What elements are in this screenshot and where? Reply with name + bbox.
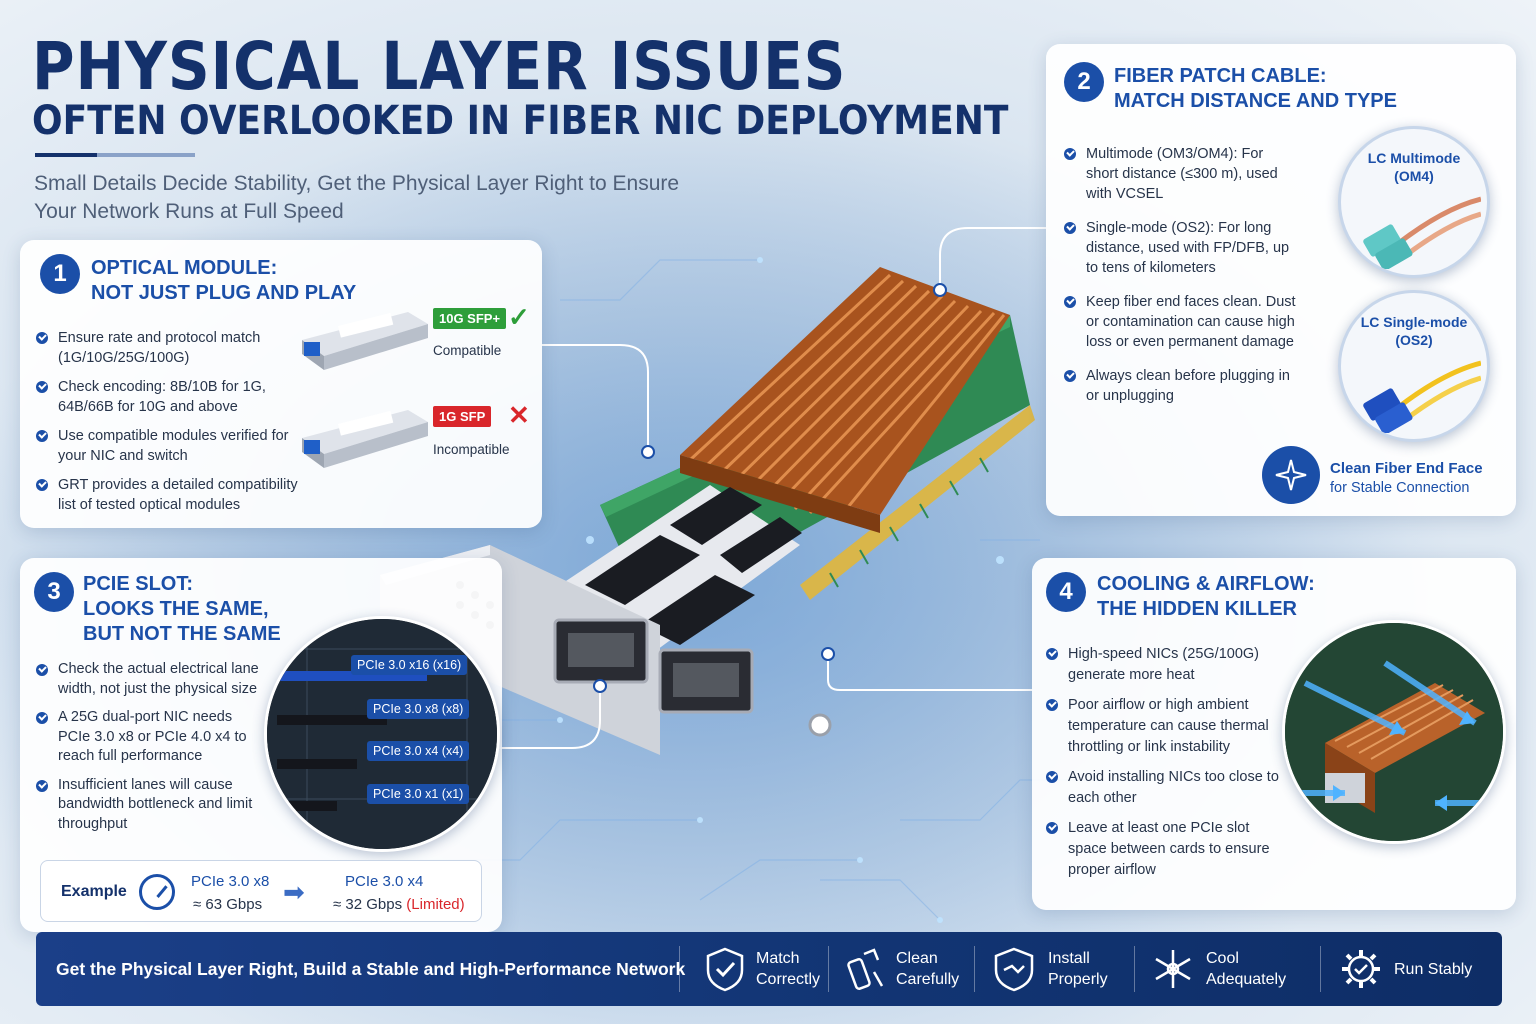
card-cooling-airflow: 4 COOLING & AIRFLOW: THE HIDDEN KILLER H… xyxy=(1032,558,1516,910)
speedometer-icon xyxy=(139,874,175,910)
arrow-right-icon: ➡ xyxy=(283,877,305,907)
example-box: Example PCIe 3.0 x8 ≈ 63 Gbps ➡ PCIe 3.0… xyxy=(40,860,482,922)
cooling-image xyxy=(1282,620,1506,844)
card-title: FIBER PATCH CABLE: MATCH DISTANCE AND TY… xyxy=(1114,65,1397,112)
compatible-label: Compatible xyxy=(433,343,502,358)
cross-icon: ✕ xyxy=(508,400,530,430)
card-title: COOLING & AIRFLOW: THE HIDDEN KILLER xyxy=(1097,573,1315,620)
slot-label-x1: PCIe 3.0 x1 (x1) xyxy=(367,784,470,804)
slot-label-x4: PCIe 3.0 x4 (x4) xyxy=(367,741,470,761)
lc-multimode-label: LC Multimode (OM4) xyxy=(1367,150,1461,184)
sfp-module-icon xyxy=(302,410,428,468)
card-fiber-patch-cable: 2 FIBER PATCH CABLE: MATCH DISTANCE AND … xyxy=(1046,44,1516,516)
list-item: Single-mode (OS2): For long distance, us… xyxy=(1064,218,1296,278)
tagline: Small Details Decide Stability, Get the … xyxy=(34,172,680,223)
page-title: PHYSICAL LAYER ISSUES xyxy=(32,28,847,105)
example-left-value: ≈ 63 Gbps xyxy=(193,896,263,913)
sparkle-icon xyxy=(1262,446,1320,504)
example-left-title: PCIe 3.0 x8 xyxy=(191,873,270,890)
card-number: 2 xyxy=(1064,62,1104,102)
footer-slogan: Get the Physical Layer Right, Build a St… xyxy=(56,959,686,979)
shield-check-icon xyxy=(706,947,744,992)
list-item: GRT provides a detailed compatibility li… xyxy=(36,475,306,515)
card-number: 1 xyxy=(40,254,80,294)
divider xyxy=(974,946,975,992)
list-item: Avoid installing NICs too close to each … xyxy=(1046,767,1286,809)
list-item: Insufficient lanes will cause bandwidth … xyxy=(36,776,266,835)
slot-label-x8: PCIe 3.0 x8 (x8) xyxy=(367,699,470,719)
bullet-list: Ensure rate and protocol match (1G/10G/2… xyxy=(36,328,306,524)
divider xyxy=(828,946,829,992)
list-item: Keep fiber end faces clean. Dust or cont… xyxy=(1064,292,1296,352)
motherboard-icon xyxy=(267,619,497,849)
page-subtitle: OFTEN OVERLOOKED IN FIBER NIC DEPLOYMENT xyxy=(32,98,1009,144)
bullet-list: Multimode (OM3/OM4): For short distance … xyxy=(1064,144,1296,415)
pcie-slots-image: PCIe 3.0 x16 (x16) PCIe 3.0 x8 (x8) PCIe… xyxy=(264,616,500,852)
card-optical-module: 1 OPTICAL MODULE: NOT JUST PLUG AND PLAY… xyxy=(20,240,542,528)
check-icon: ✓ xyxy=(508,302,530,332)
compatible-badge: 10G SFP+ xyxy=(433,308,507,329)
card-title: PCIE SLOT: LOOKS THE SAME, BUT NOT THE S… xyxy=(83,573,281,645)
lc-connector-icon xyxy=(1363,196,1481,269)
shield-hand-icon xyxy=(994,947,1034,992)
list-item: Poor airflow or high ambient temperature… xyxy=(1046,695,1286,758)
list-item: Multimode (OM3/OM4): For short distance … xyxy=(1064,144,1296,204)
clean-fiber-sub: for Stable Connection xyxy=(1330,480,1470,496)
snowflake-icon xyxy=(1155,950,1191,988)
slot-label-x16: PCIe 3.0 x16 (x16) xyxy=(351,655,468,675)
lc-singlemode-label: LC Single-mode (OS2) xyxy=(1360,314,1468,348)
lc-singlemode-image: LC Single-mode (OS2) xyxy=(1338,290,1490,442)
example-right-title: PCIe 3.0 x4 xyxy=(345,873,424,890)
list-item: Leave at least one PCIe slot space betwe… xyxy=(1046,818,1286,881)
lc-multimode-image: LC Multimode (OM4) xyxy=(1338,126,1490,278)
cleaner-icon xyxy=(847,948,884,990)
sfp-module-icon xyxy=(302,312,428,370)
title-underline xyxy=(35,153,195,157)
gear-check-icon xyxy=(1342,950,1380,988)
list-item: Check the actual electrical lane width, … xyxy=(36,660,266,699)
footer-item-run: Run Stably xyxy=(1338,942,1472,996)
incompatible-badge: 1G SFP xyxy=(433,406,492,427)
list-item: A 25G dual-port NIC needs PCIe 3.0 x8 or… xyxy=(36,708,266,767)
example-right-value: ≈ 32 Gbps (Limited) xyxy=(333,896,465,913)
heatsink-airflow-icon xyxy=(1285,623,1503,841)
incompatible-label: Incompatible xyxy=(433,442,510,457)
card-number: 3 xyxy=(34,572,74,612)
divider xyxy=(1320,946,1321,992)
list-item: Ensure rate and protocol match (1G/10G/2… xyxy=(36,328,306,368)
example-label: Example xyxy=(61,883,127,900)
footer-banner: Get the Physical Layer Right, Build a St… xyxy=(36,932,1502,1006)
bullet-list: High-speed NICs (25G/100G) generate more… xyxy=(1046,644,1286,890)
divider xyxy=(679,946,680,992)
divider xyxy=(1134,946,1135,992)
list-item: High-speed NICs (25G/100G) generate more… xyxy=(1046,644,1286,686)
clean-fiber-title: Clean Fiber End Face xyxy=(1330,460,1483,477)
list-item: Check encoding: 8B/10B for 1G, 64B/66B f… xyxy=(36,377,306,417)
list-item: Always clean before plugging in or unplu… xyxy=(1064,366,1296,406)
card-title: OPTICAL MODULE: NOT JUST PLUG AND PLAY xyxy=(91,257,357,304)
list-item: Use compatible modules verified for your… xyxy=(36,426,306,466)
lc-connector-icon xyxy=(1363,360,1481,433)
bullet-list: Check the actual electrical lane width, … xyxy=(36,660,266,843)
card-number: 4 xyxy=(1046,572,1086,612)
